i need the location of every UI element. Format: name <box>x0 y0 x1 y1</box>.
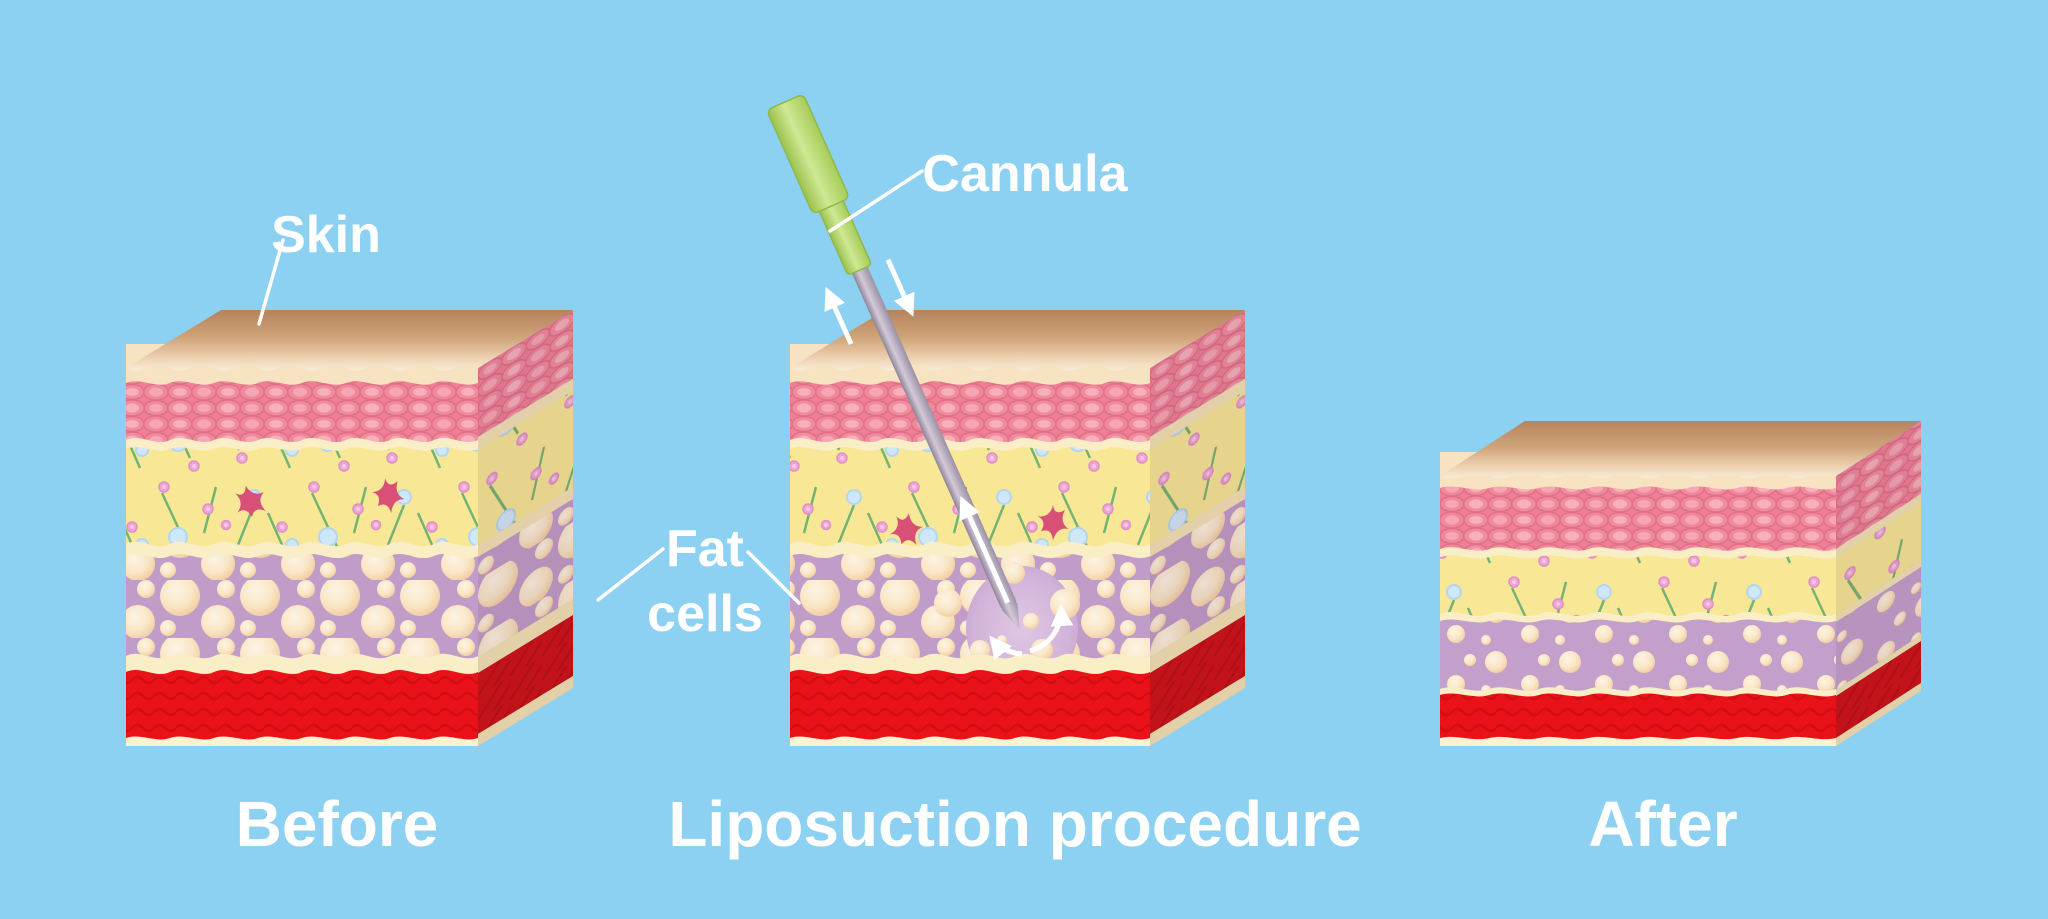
skin-surface-top <box>1440 421 1921 479</box>
skin-block-before <box>126 310 573 746</box>
motion-arrow-down <box>885 258 915 317</box>
caption-after: After <box>1588 788 1737 860</box>
caption-procedure: Liposuction procedure <box>668 788 1361 860</box>
swirl-arrow-right <box>1029 603 1074 654</box>
cannula-tip <box>1001 602 1020 630</box>
fat-cells-leader-right <box>746 550 801 605</box>
suction-flow-arrow <box>959 496 1011 604</box>
bottom-membrane <box>790 736 1150 746</box>
suction-swirl-arrows <box>989 603 1074 661</box>
side-face <box>1150 310 1245 746</box>
side-face <box>478 310 573 746</box>
fat-cells-label-line1: Fat <box>666 520 744 578</box>
leader-lines <box>257 169 924 605</box>
fat-cells-leader-left <box>596 547 665 602</box>
fat-cells-label-line2: cells <box>647 585 763 643</box>
subcutaneous-layer <box>126 418 478 547</box>
bottom-membrane <box>126 736 478 746</box>
cannula-leader-line <box>828 169 924 233</box>
skin-surface-top <box>126 310 573 371</box>
swirl-arrow-left <box>989 635 1023 661</box>
side-face <box>1836 421 1921 746</box>
cannula-handle-upper <box>767 95 849 214</box>
bottom-membrane <box>1440 736 1836 746</box>
motion-arrow-up <box>824 286 854 346</box>
cannula <box>767 95 1020 630</box>
skin-label: Skin <box>271 206 381 264</box>
skin-block-procedure <box>767 95 1245 746</box>
cannula-label: Cannula <box>922 145 1128 203</box>
caption-before: Before <box>236 788 439 860</box>
skin-leader-line <box>257 238 285 326</box>
skin-block-after <box>1440 421 1921 746</box>
